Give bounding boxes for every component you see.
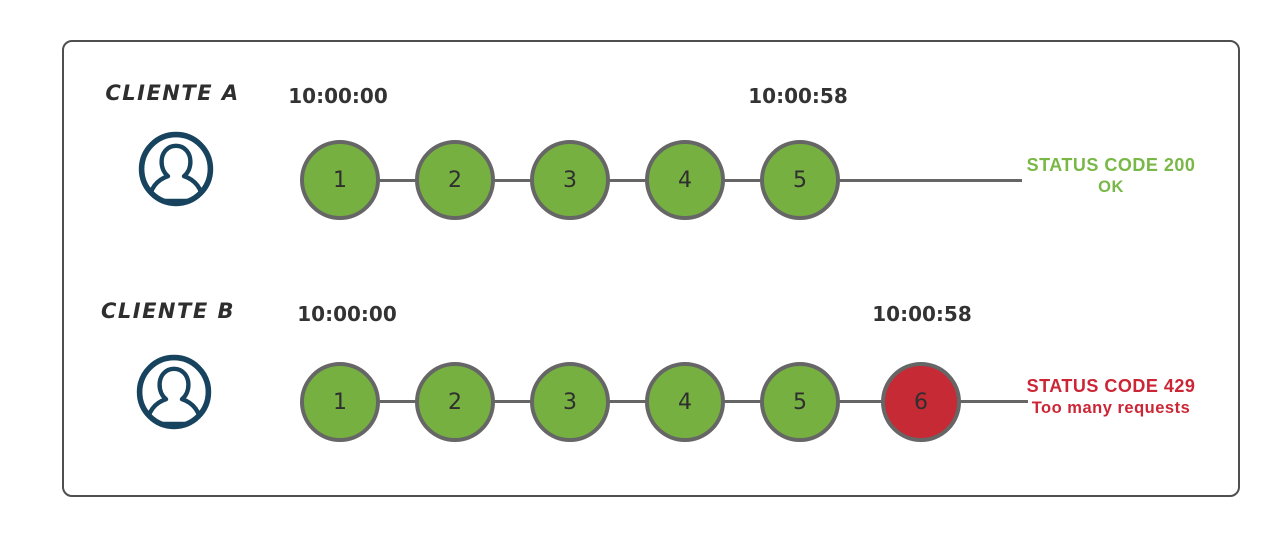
request-circle: 2: [415, 362, 495, 442]
request-circle: 5: [760, 362, 840, 442]
client-b-label: CLIENTE B: [100, 299, 235, 323]
request-circle: 3: [530, 362, 610, 442]
request-circle: 4: [645, 362, 725, 442]
person-icon: [138, 131, 214, 207]
client-a-end-time: 10:00:58: [748, 84, 848, 108]
request-circle: 5: [760, 140, 840, 220]
request-circle-blocked: 6: [881, 362, 961, 442]
status-code-label: STATUS CODE 429: [1026, 376, 1196, 396]
status-message-label: OK: [1098, 177, 1124, 196]
client-a-status: STATUS CODE 200 OK: [1022, 155, 1200, 197]
client-a-label: CLIENTE A: [105, 81, 240, 105]
person-icon: [136, 354, 212, 430]
diagram-frame: [62, 40, 1240, 497]
status-code-label: STATUS CODE 200: [1026, 155, 1196, 175]
request-circle: 1: [300, 140, 380, 220]
status-message-label: Too many requests: [1031, 398, 1191, 417]
request-circle: 2: [415, 140, 495, 220]
client-b-end-time: 10:00:58: [872, 302, 972, 326]
request-circle: 3: [530, 140, 610, 220]
client-b-status: STATUS CODE 429 Too many requests: [1022, 376, 1200, 418]
client-a-start-time: 10:00:00: [288, 84, 388, 108]
request-circle: 1: [300, 362, 380, 442]
request-circle: 4: [645, 140, 725, 220]
client-b-start-time: 10:00:00: [297, 302, 397, 326]
